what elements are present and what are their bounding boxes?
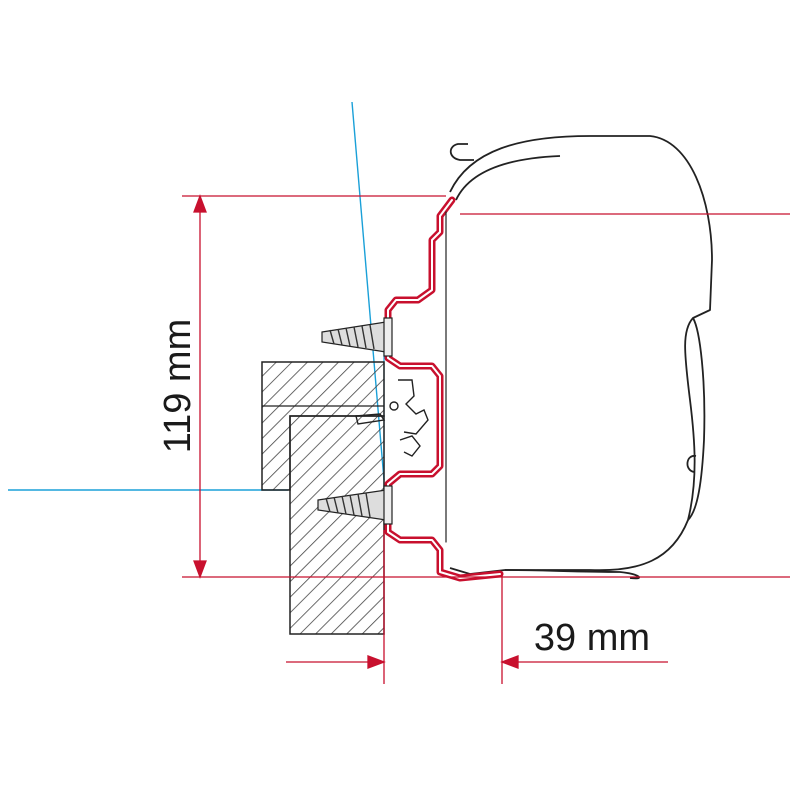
dimension-lines — [182, 194, 790, 684]
adapter-bracket — [384, 196, 504, 582]
mounting-clip — [355, 379, 429, 457]
height-arrow-bottom — [193, 560, 207, 579]
lower-wall-block — [289, 415, 385, 635]
cassette-clip — [686, 455, 697, 473]
lower-screw — [317, 485, 393, 525]
upper-screw — [321, 317, 393, 357]
depth-arrow-right — [500, 655, 519, 669]
height-arrow-top — [193, 194, 207, 213]
vehicle-wall-section — [261, 361, 385, 635]
depth-arrow-left — [367, 655, 386, 669]
awning-cassette — [449, 135, 713, 580]
cassette-front-rib — [687, 317, 706, 521]
bracket-profile — [384, 196, 504, 582]
height-dimension-label: 119 mm — [157, 319, 199, 453]
cassette-hook — [449, 143, 474, 161]
bracket-profile-inner — [387, 199, 501, 579]
cassette-outline — [449, 135, 713, 575]
cassette-inner-curve — [455, 155, 561, 201]
depth-dimension-label: 39 mm — [534, 617, 650, 659]
